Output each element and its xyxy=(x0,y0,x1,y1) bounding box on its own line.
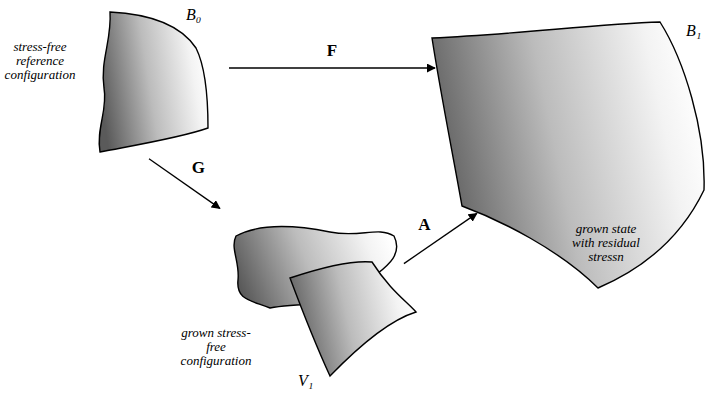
mapping-arrow xyxy=(229,67,435,68)
configuration-symbol: V₁ xyxy=(298,372,313,390)
configuration-caption: grown state with residual stressn xyxy=(566,222,646,264)
mapping-arrow xyxy=(149,159,220,209)
configuration-symbol: B₁ xyxy=(686,22,701,40)
mapping-arrow xyxy=(404,213,477,263)
mapping-label: A xyxy=(417,215,431,234)
configuration-region: B₀ stress-free reference configuration xyxy=(0,4,216,160)
region-outline xyxy=(0,4,216,160)
configuration-caption: grown stress-free configuration xyxy=(178,326,254,368)
configuration-region: B₁ grown state with residual stressn xyxy=(425,14,712,294)
region-outline xyxy=(178,222,420,398)
configuration-region: V₁ grown stress-free configuration xyxy=(178,222,420,398)
region-outline xyxy=(425,14,712,294)
mapping-label: G xyxy=(191,158,206,177)
mapping-label: F xyxy=(326,41,338,60)
configuration-symbol: B₀ xyxy=(186,6,201,24)
configuration-caption: stress-free reference configuration xyxy=(0,40,80,82)
region-shape xyxy=(99,12,208,152)
region-shape xyxy=(290,262,416,376)
region-shape xyxy=(432,22,704,288)
